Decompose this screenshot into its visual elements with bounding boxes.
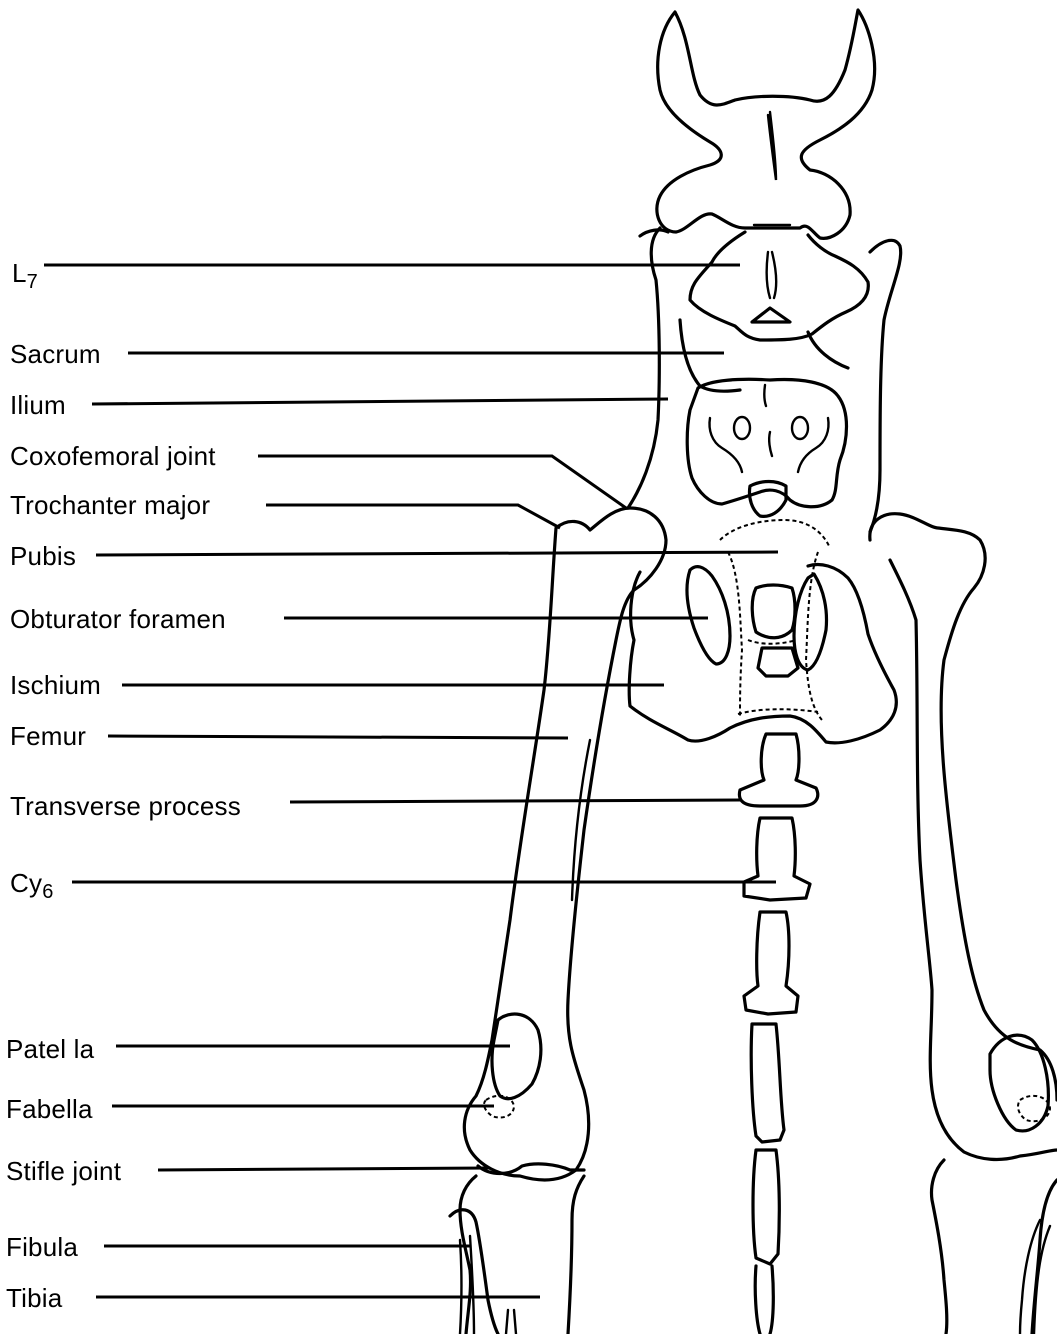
label-l7-text: L7 [12,258,38,293]
label-femur: Femur [10,721,568,751]
label-ischium-text: Ischium [10,670,101,700]
label-patella-text: Patel la [6,1034,95,1064]
label-pubis-text: Pubis [10,541,76,571]
label-transverse-process: Transverse process [10,791,740,821]
label-sacrum: Sacrum [10,339,724,369]
label-ilium: Ilium [10,390,668,420]
label-ischium: Ischium [10,670,664,700]
leader-pubis [96,552,778,555]
leader-trochanter [266,505,560,528]
leader-stifle [158,1168,490,1170]
left-femur [464,508,666,1180]
label-stifle-text: Stifle joint [6,1156,122,1186]
leader-femur [108,736,568,738]
label-obturator-foramen: Obturator foramen [10,604,708,634]
label-trochanter-text: Trochanter major [10,490,210,520]
label-fabella: Fabella [6,1094,494,1124]
right-tibia-fibula [932,1160,1057,1334]
label-tibia: Tibia [6,1283,540,1313]
leader-coxofemoral [258,456,626,508]
left-tibia-fibula [450,1176,584,1334]
label-cy6-text: Cy6 [10,868,54,903]
label-fabella-text: Fabella [6,1094,93,1124]
label-l7: L7 [12,258,740,293]
label-ilium-text: Ilium [10,390,66,420]
label-fibula-text: Fibula [6,1232,78,1262]
label-sacrum-text: Sacrum [10,339,101,369]
label-femur-text: Femur [10,721,86,751]
lumbar-vertebrae [657,10,875,340]
label-stifle-joint: Stifle joint [6,1156,490,1186]
label-trochanter-major: Trochanter major [10,490,560,528]
label-transverse-text: Transverse process [10,791,241,821]
label-fibula: Fibula [6,1232,470,1262]
right-femur [870,514,1057,1160]
label-obturator-text: Obturator foramen [10,604,226,634]
label-cy6: Cy6 [10,868,776,903]
label-patella: Patel la [6,1034,510,1064]
coccygeal-vertebrae [739,482,817,1334]
leader-transverse [290,800,740,802]
label-coxofemoral-text: Coxofemoral joint [10,441,216,471]
label-tibia-text: Tibia [6,1283,63,1313]
leader-ilium [92,399,668,404]
